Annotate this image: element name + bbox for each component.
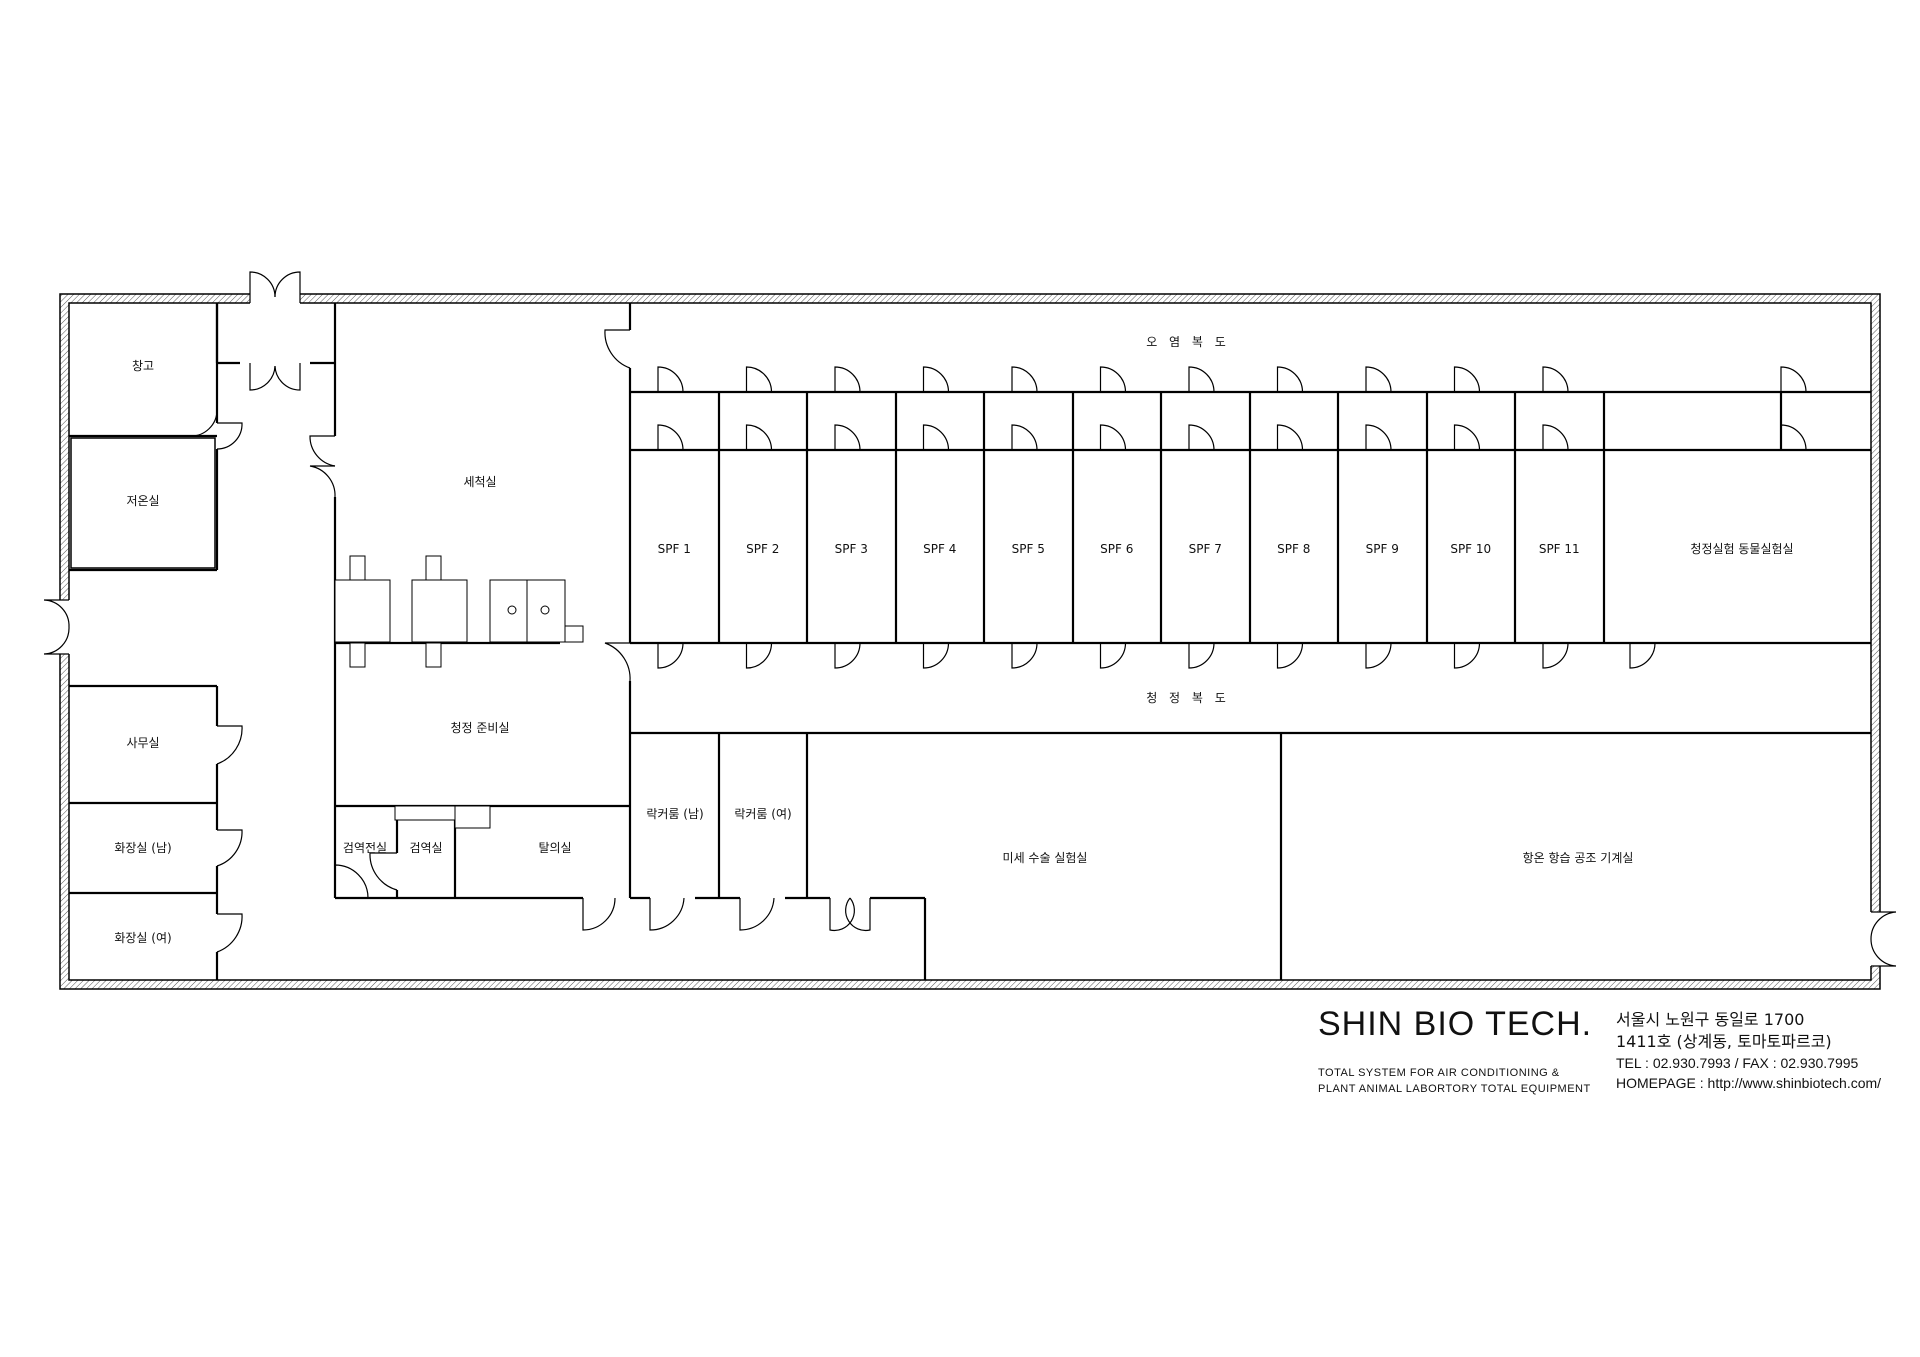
label-spf-10: SPF 10 [1450,542,1491,556]
tagline-line-2: PLANT ANIMAL LABORTORY TOTAL EQUIPMENT [1318,1083,1591,1095]
address-line-1: 서울시 노원구 동일로 1700 [1616,1010,1805,1029]
spf-1-door-3 [657,642,684,669]
label-storage: 창고 [132,359,154,373]
lab-door-2 [1780,424,1807,451]
label-clean-prep: 청정 준비실 [450,721,509,735]
spf-6-door-1 [1099,366,1127,393]
spf-1-door-1 [657,366,684,393]
air-shower-equipment [334,555,584,829]
label-clean-animal-lab: 청정실험 동물실험실 [1690,542,1793,556]
spf-3-door-1 [834,366,861,393]
spf-4-door-1 [922,366,950,393]
label-spf-8: SPF 8 [1277,542,1310,556]
lab-door-1 [1780,366,1807,393]
spf-3-door-2 [834,424,861,451]
spf-5-door-1 [1011,366,1038,393]
contact-line: TEL : 02.930.7993 / FAX : 02.930.7995 [1616,1055,1859,1071]
spf-5-door-2 [1011,424,1038,451]
label-toilet-f: 화장실 (여) [114,931,171,945]
spf-10-door-3 [1453,642,1481,669]
spf-1-door-2 [657,424,684,451]
spf-10-door-2 [1453,424,1481,451]
company-address: 서울시 노원구 동일로 1700 1411호 (상계동, 토마토파르코) TEL… [1616,1009,1881,1093]
spf-7-door-3 [1188,642,1215,669]
spf-10-door-1 [1453,366,1481,393]
label-spf-11: SPF 11 [1539,542,1580,556]
label-spf-1: SPF 1 [658,542,691,556]
spf-9-door-2 [1365,424,1392,451]
spf-9-door-3 [1365,642,1392,669]
label-cold-storage: 저온실 [126,494,159,508]
label-spf-6: SPF 6 [1100,542,1133,556]
label-spf-7: SPF 7 [1189,542,1222,556]
label-undressing: 탈의실 [538,841,571,855]
lab-door-3 [1629,642,1656,669]
spf-3-door-3 [834,642,861,669]
spf-11-door-2 [1542,424,1569,451]
label-locker-m: 락커룸 (남) [646,807,703,821]
spf-2-door-2 [745,424,773,451]
spf-4-door-2 [922,424,950,451]
company-name: SHIN BIO TECH. [1318,1005,1593,1043]
company-tagline: TOTAL SYSTEM FOR AIR CONDITIONING & PLAN… [1318,1065,1591,1097]
label-spf-4: SPF 4 [923,542,956,556]
spf-2-door-1 [745,366,773,393]
label-microsurgery: 미세 수술 실험실 [1003,851,1088,865]
label-spf-9: SPF 9 [1366,542,1399,556]
label-office: 사무실 [126,736,159,750]
label-spf-5: SPF 5 [1012,542,1045,556]
spf-11-door-1 [1542,366,1569,393]
label-contaminated-corridor: 오 염 복 도 [1146,335,1230,349]
label-hvac: 항온 항습 공조 기계실 [1523,851,1634,865]
spf-5-door-3 [1011,642,1038,669]
label-locker-f: 락커룸 (여) [734,807,791,821]
doors [43,271,1897,967]
label-toilet-m: 화장실 (남) [114,841,171,855]
spf-6-door-3 [1099,642,1127,669]
tagline-line-1: TOTAL SYSTEM FOR AIR CONDITIONING & [1318,1067,1560,1079]
room-labels: 창고 저온실 사무실 화장실 (남) 화장실 (여) 세척실 청정 준비실 검역… [114,335,1793,945]
spf-9-door-1 [1365,366,1392,393]
spf-8-door-2 [1276,424,1304,451]
spf-11-door-3 [1542,642,1569,669]
spf-4-door-3 [922,642,950,669]
spf-6-door-2 [1099,424,1127,451]
interior-walls [69,303,1871,980]
address-line-2: 1411호 (상계동, 토마토파르코) [1616,1032,1832,1051]
title-block: SHIN BIO TECH. TOTAL SYSTEM FOR AIR COND… [1318,1005,1881,1105]
spf-8-door-1 [1276,366,1304,393]
label-pre-quarantine: 검역전실 [343,841,387,855]
label-spf-2: SPF 2 [746,542,779,556]
label-quarantine: 검역실 [409,841,442,855]
homepage-link[interactable]: HOMEPAGE : http://www.shinbiotech.com/ [1616,1075,1882,1091]
spf-2-door-3 [745,642,773,669]
spf-doors [657,366,1807,669]
spf-7-door-2 [1188,424,1215,451]
label-spf-3: SPF 3 [835,542,868,556]
label-clean-corridor: 청 정 복 도 [1146,691,1230,705]
exterior-wall [59,293,1881,990]
spf-8-door-3 [1276,642,1304,669]
label-washing: 세척실 [463,475,496,489]
spf-7-door-1 [1188,366,1215,393]
